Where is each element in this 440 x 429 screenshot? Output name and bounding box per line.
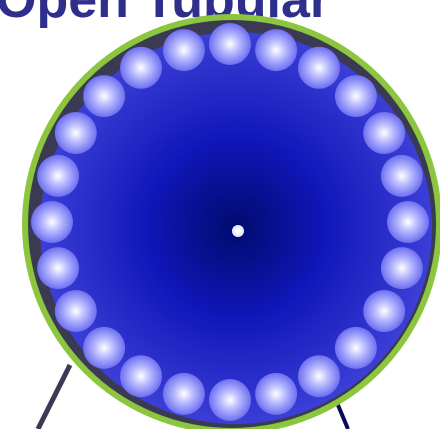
stationary-phase-bead (31, 201, 73, 243)
stationary-phase-bead (335, 75, 377, 117)
stationary-phase-bead (363, 112, 405, 154)
stationary-phase-bead (55, 112, 97, 154)
stationary-phase-bead (298, 47, 340, 89)
stationary-phase-bead (209, 23, 251, 65)
stationary-phase-bead (55, 290, 97, 332)
stationary-phase-bead (120, 355, 162, 397)
stationary-phase-bead (209, 379, 251, 421)
stationary-phase-bead (37, 247, 79, 289)
stationary-phase-bead (163, 29, 205, 71)
pointer-line-left (38, 365, 70, 429)
stationary-phase-bead (83, 327, 125, 369)
stationary-phase-bead (363, 290, 405, 332)
stationary-phase-bead (381, 247, 423, 289)
center-point-core (235, 228, 241, 234)
stationary-phase-bead (163, 373, 205, 415)
stationary-phase-bead (387, 201, 429, 243)
stationary-phase-bead (83, 75, 125, 117)
stationary-phase-bead (381, 155, 423, 197)
stationary-phase-bead (37, 155, 79, 197)
stationary-phase-bead (255, 373, 297, 415)
stationary-phase-bead (335, 327, 377, 369)
stationary-phase-bead (255, 29, 297, 71)
stationary-phase-bead (298, 355, 340, 397)
stationary-phase-bead (120, 47, 162, 89)
